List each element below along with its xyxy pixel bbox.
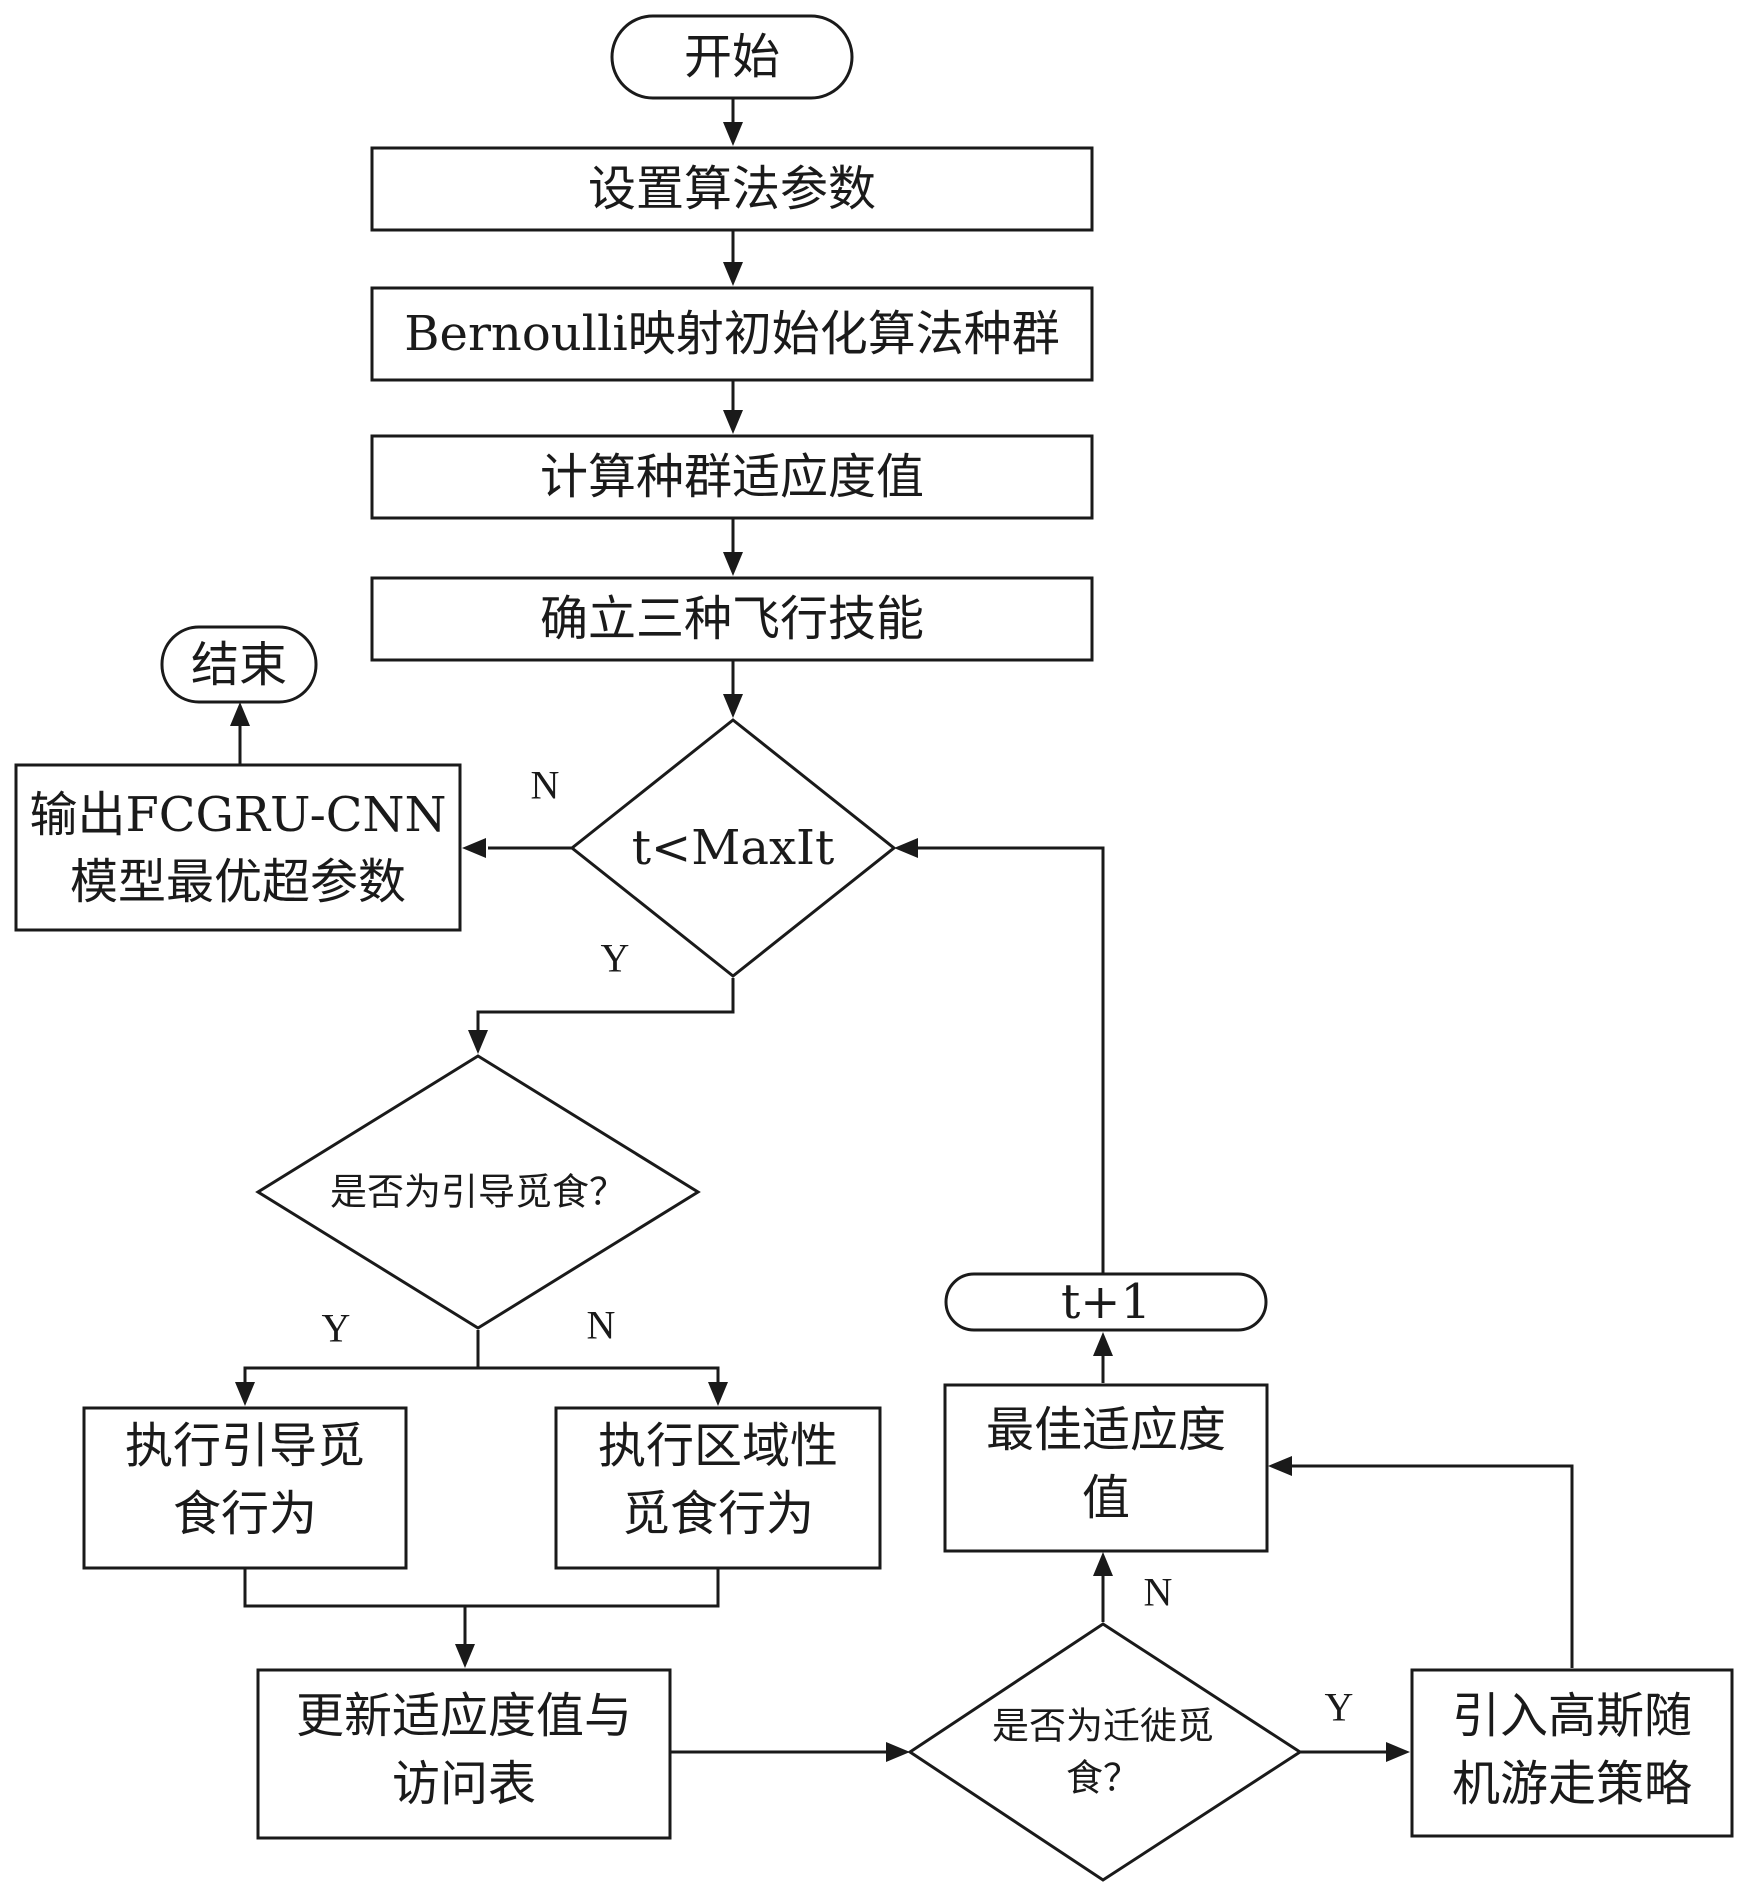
loop-condition-label: t<MaxIt xyxy=(632,820,835,876)
output-label-line1: 输出FCGRU-CNN xyxy=(29,787,446,843)
init-population-label: Bernoulli映射初始化算法种群 xyxy=(404,306,1059,362)
increment-node: t+1 xyxy=(944,1272,1268,1332)
arrowhead xyxy=(455,1644,475,1668)
increment-label: t+1 xyxy=(1061,1274,1151,1330)
arrowhead xyxy=(723,410,743,434)
arrowhead xyxy=(1386,1742,1410,1762)
calc-fitness-node: 计算种群适应度值 xyxy=(370,434,1094,520)
arrowhead xyxy=(886,1742,910,1762)
update-fitness-node: 更新适应度值与 访问表 xyxy=(256,1668,672,1840)
arrow-increment-to-condition xyxy=(914,846,1105,1274)
loop-condition-node: t<MaxIt xyxy=(569,718,897,978)
calc-fitness-label: 计算种群适应度值 xyxy=(540,449,924,505)
init-population-node: Bernoulli映射初始化算法种群 xyxy=(370,286,1094,382)
arrow-gaussian-to-best xyxy=(1288,1464,1574,1668)
migration-question-node: 是否为迁徙觅 食？ xyxy=(907,1622,1303,1882)
arrowhead xyxy=(723,262,743,286)
gaussian-walk-node: 引入高斯随 机游走策略 xyxy=(1410,1668,1734,1838)
guided-yes-label: Y xyxy=(322,1306,351,1351)
migration-question-label-line2: 食？ xyxy=(1066,1757,1140,1800)
arrowhead xyxy=(462,838,486,858)
arrowhead xyxy=(1093,1332,1113,1356)
set-params-label: 设置算法参数 xyxy=(588,161,876,217)
set-params-node: 设置算法参数 xyxy=(370,146,1094,232)
end-node: 结束 xyxy=(160,625,318,704)
arrow-guided-split-right xyxy=(478,1366,720,1390)
output-label-line2: 模型最优超参数 xyxy=(70,854,406,910)
arrowhead xyxy=(723,122,743,146)
best-fitness-label-line2: 值 xyxy=(1082,1470,1130,1526)
loop-no-label: N xyxy=(531,763,560,808)
guided-foraging-node: 执行引导觅 食行为 xyxy=(82,1406,408,1570)
arrowhead xyxy=(1093,1552,1113,1576)
arrowhead xyxy=(723,694,743,718)
regional-foraging-label-line1: 执行区域性 xyxy=(598,1418,838,1474)
update-fitness-label-line2: 访问表 xyxy=(392,1756,536,1812)
guided-no-label: N xyxy=(587,1303,616,1348)
arrowhead xyxy=(230,702,250,726)
regional-foraging-label-line2: 觅食行为 xyxy=(622,1486,814,1542)
best-fitness-label-line1: 最佳适应度 xyxy=(986,1402,1226,1458)
output-node: 输出FCGRU-CNN 模型最优超参数 xyxy=(14,763,462,932)
guided-foraging-label-line1: 执行引导觅 xyxy=(125,1418,365,1474)
best-fitness-node: 最佳适应度 值 xyxy=(943,1383,1269,1553)
arrowhead xyxy=(708,1382,728,1406)
gaussian-walk-label-line1: 引入高斯随 xyxy=(1452,1688,1692,1744)
start-label: 开始 xyxy=(684,29,780,85)
loop-yes-label: Y xyxy=(601,936,630,981)
arrowhead xyxy=(1268,1456,1292,1476)
arrow-guided-split xyxy=(243,1330,480,1390)
guided-question-node: 是否为引导觅食？ xyxy=(255,1054,701,1330)
update-fitness-label-line1: 更新适应度值与 xyxy=(296,1688,632,1744)
arrow-behaviours-merge xyxy=(243,1568,720,1608)
migration-no-label: N xyxy=(1144,1570,1173,1615)
regional-foraging-node: 执行区域性 觅食行为 xyxy=(554,1406,882,1570)
connectors xyxy=(230,98,1574,1762)
arrowhead xyxy=(894,838,918,858)
guided-question-label: 是否为引导觅食？ xyxy=(330,1171,626,1214)
arrow-condition-to-guided-question xyxy=(476,978,735,1038)
flight-skills-node: 确立三种飞行技能 xyxy=(370,576,1094,662)
arrowhead xyxy=(235,1382,255,1406)
arrowhead xyxy=(723,552,743,576)
gaussian-walk-label-line2: 机游走策略 xyxy=(1452,1756,1692,1812)
arrowhead xyxy=(468,1030,488,1054)
start-node: 开始 xyxy=(610,14,854,100)
flight-skills-label: 确立三种飞行技能 xyxy=(540,591,924,647)
end-label: 结束 xyxy=(191,637,287,693)
migration-question-label-line1: 是否为迁徙觅 xyxy=(992,1705,1214,1748)
migration-yes-label: Y xyxy=(1325,1685,1354,1730)
guided-foraging-label-line2: 食行为 xyxy=(173,1486,317,1542)
